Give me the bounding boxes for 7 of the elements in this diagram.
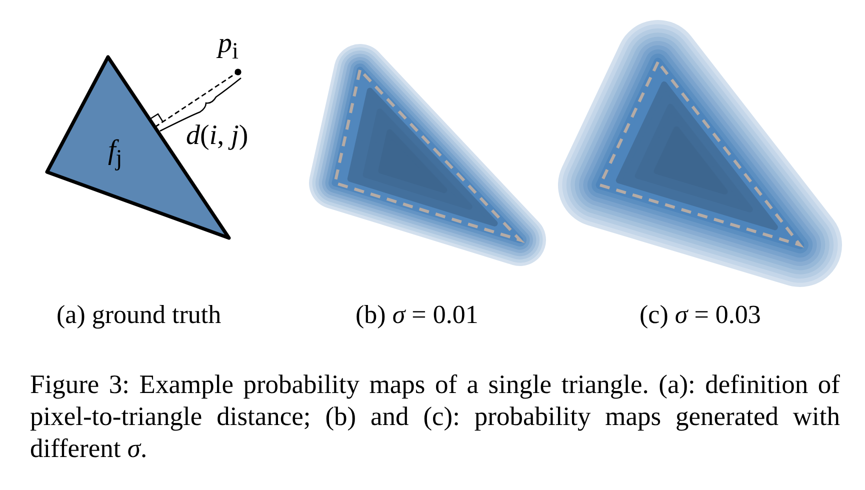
subfigure-caption: (b) σ = 0.01 — [356, 300, 478, 330]
distance-label: d(i, j) — [186, 120, 248, 152]
subfigure-caption: (c) σ = 0.03 — [640, 300, 761, 330]
point-label: p$_{i}$ — [218, 28, 238, 66]
subfigure-caption: (a) ground truth — [56, 300, 222, 330]
figure-caption: Figure 3: Example probability maps of a single triangle. (a): definition of pixel-to-triangle distance; (b) and (c): probability maps generated with different σ. — [30, 368, 840, 464]
triangle-label: f$_{j}$ — [108, 135, 122, 173]
